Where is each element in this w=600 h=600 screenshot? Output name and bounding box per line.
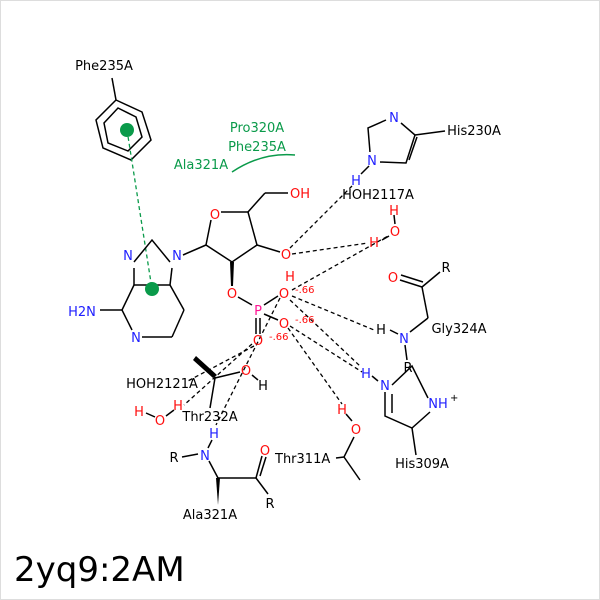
- hydrophobic-label-pro320: Pro320A: [230, 121, 284, 136]
- svg-text:N: N: [131, 331, 141, 346]
- ribose: [205, 192, 288, 286]
- phosphate: [237, 295, 279, 334]
- residue-label-gly324: Gly324A: [431, 322, 486, 337]
- svg-text:O: O: [279, 287, 289, 302]
- pi-centroid: [145, 282, 159, 296]
- svg-text:O: O: [241, 364, 251, 379]
- svg-text:N: N: [123, 249, 133, 264]
- svg-text:O: O: [279, 317, 289, 332]
- svg-text:H: H: [351, 174, 361, 189]
- pi-stacking-line: [126, 129, 153, 290]
- ala321: [181, 439, 269, 505]
- svg-text:H: H: [376, 323, 386, 338]
- hoh2117-bond: [381, 235, 390, 241]
- svg-text:O: O: [351, 423, 361, 438]
- adenine: [100, 238, 207, 338]
- svg-text:O: O: [260, 444, 270, 459]
- svg-text:H: H: [361, 367, 371, 382]
- residue-label-his230: His230A: [447, 124, 501, 139]
- svg-text:O: O: [281, 248, 291, 263]
- phe235-ring: [95, 77, 152, 161]
- his309: [371, 364, 431, 456]
- svg-text:N: N: [200, 449, 210, 464]
- svg-text:H: H: [209, 427, 219, 442]
- gly324: [389, 271, 441, 361]
- svg-text:H: H: [389, 204, 399, 219]
- charge-label: -.66: [295, 315, 315, 326]
- hoh2121-bond: [165, 409, 175, 417]
- svg-text:N: N: [367, 154, 377, 169]
- svg-text:N: N: [399, 332, 409, 347]
- svg-text:N: N: [389, 111, 399, 126]
- hoh2117-bond: [393, 214, 396, 225]
- residue-label-phe235: Phe235A: [75, 59, 133, 74]
- svg-text:O: O: [227, 287, 237, 302]
- svg-text:H: H: [258, 379, 268, 394]
- charge-label: -.66: [269, 332, 289, 343]
- hydrogen-bonds: [183, 185, 389, 426]
- residue-label-thr232: Thr232A: [181, 410, 237, 425]
- hydrophobic-label-phe235: Phe235A: [228, 140, 286, 155]
- svg-text:N: N: [172, 249, 182, 264]
- his230: [360, 119, 446, 175]
- hydrophobic-arc: [231, 153, 296, 173]
- svg-text:H: H: [285, 270, 295, 285]
- thr232: [193, 356, 259, 409]
- svg-text:OH: OH: [290, 187, 310, 202]
- diagram-title: 2yq9:2AM: [14, 550, 185, 590]
- svg-text:R: R: [403, 361, 412, 376]
- residue-label-hoh2121: HOH2121A: [126, 377, 198, 392]
- pi-centroid: [120, 123, 134, 137]
- svg-text:NH: NH: [428, 397, 448, 412]
- atom-labels: N N N H2N O OH O O P O O O -.66 -.66 -.6…: [68, 111, 458, 512]
- svg-text:R: R: [169, 451, 178, 466]
- residue-label-thr311: Thr311A: [274, 452, 330, 467]
- svg-text:O: O: [390, 225, 400, 240]
- residue-label-hoh2117: HOH2117A: [342, 188, 414, 203]
- svg-text:O: O: [155, 414, 165, 429]
- svg-text:N: N: [380, 379, 390, 394]
- svg-text:H: H: [134, 405, 144, 420]
- svg-text:P: P: [254, 304, 262, 319]
- svg-text:H: H: [173, 399, 183, 414]
- svg-text:R: R: [441, 261, 450, 276]
- svg-text:O: O: [210, 208, 220, 223]
- svg-text:H: H: [337, 403, 347, 418]
- residue-label-his309: His309A: [395, 457, 449, 472]
- charge-label: -.66: [295, 285, 315, 296]
- svg-text:R: R: [265, 497, 274, 512]
- hoh2121-bond: [145, 412, 156, 418]
- thr311: [335, 413, 361, 481]
- svg-text:O: O: [253, 334, 263, 349]
- svg-text:O: O: [388, 271, 398, 286]
- residue-label-ala321: Ala321A: [183, 508, 237, 523]
- svg-text:H2N: H2N: [68, 305, 96, 320]
- svg-text:+: +: [450, 393, 458, 404]
- hydrophobic-label-ala321: Ala321A: [174, 158, 228, 173]
- svg-text:H: H: [369, 236, 379, 251]
